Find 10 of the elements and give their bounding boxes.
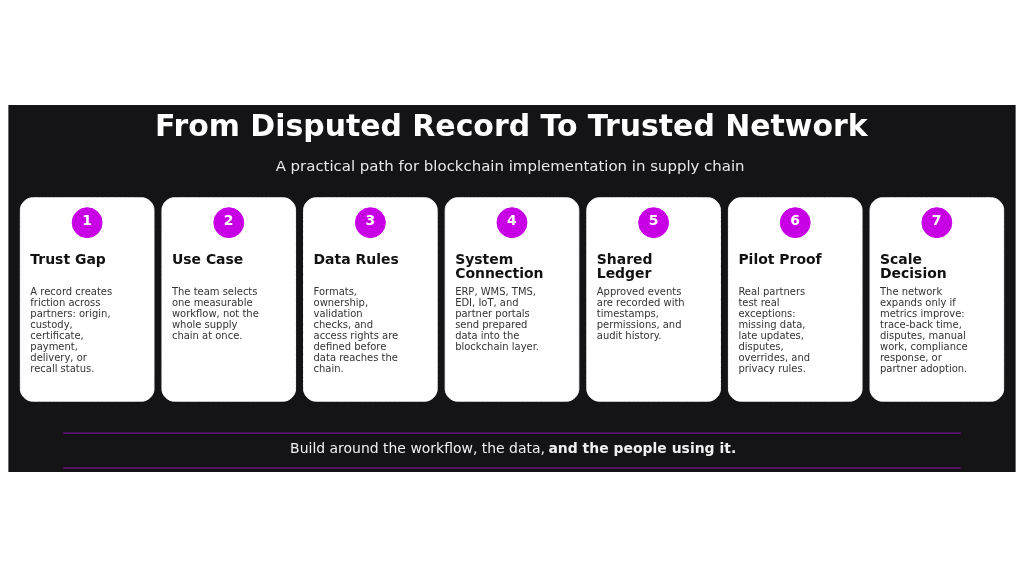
node-circle: 3: [354, 206, 386, 238]
node-circle: 6: [779, 206, 811, 238]
node-circle: 5: [638, 206, 670, 238]
node-circle: 7: [921, 206, 953, 238]
label: Build around the workflow, the data, and the people using it.: [290, 439, 737, 456]
node-circle: 2: [213, 206, 245, 238]
diagram-title: From Disputed Record To Trusted Network: [154, 107, 868, 143]
node-circle: 4: [496, 206, 528, 238]
node-circle: 1: [71, 206, 103, 238]
label: A practical path for blockchain implementation in supply chain: [275, 156, 745, 175]
